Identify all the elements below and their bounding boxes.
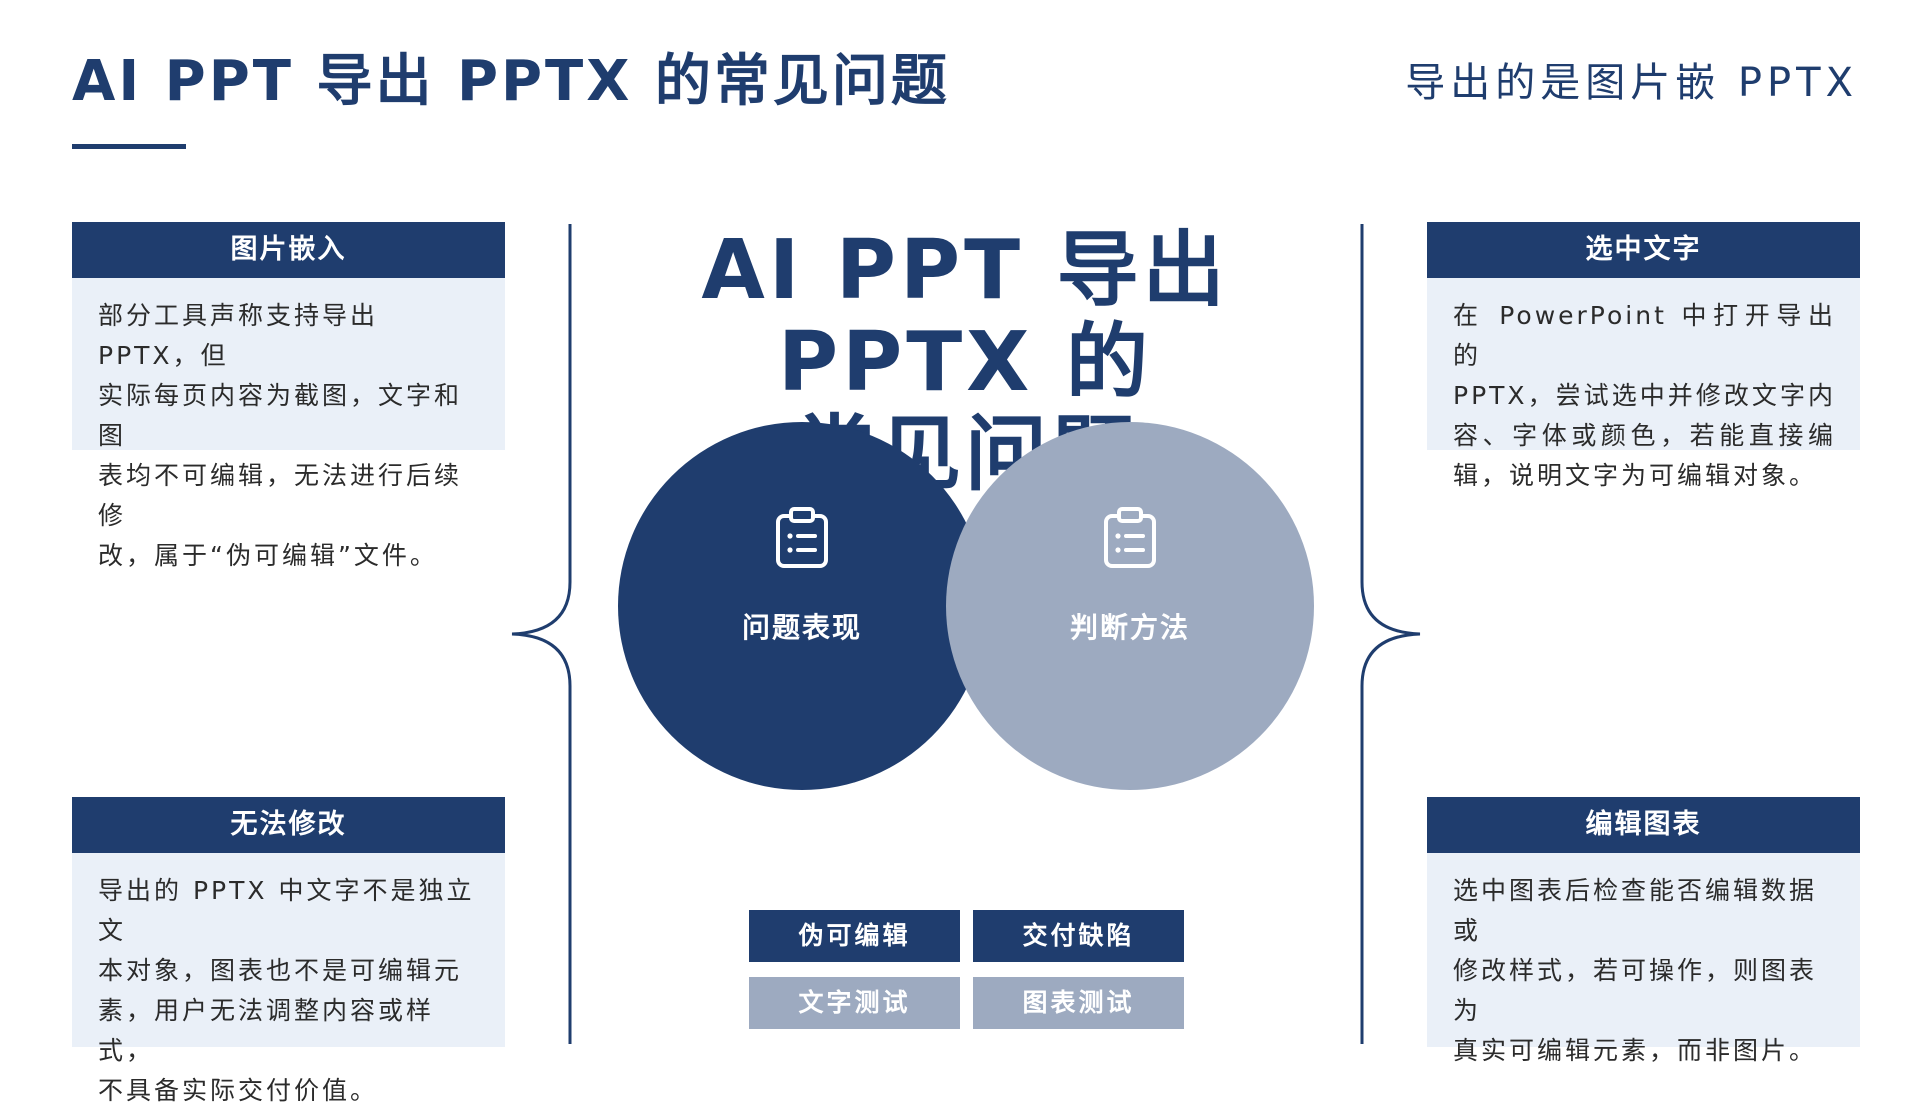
card-body: 导出的 PPTX 中文字不是独立文 本对象，图表也不是可编辑元 素，用户无法调整… [72,853,505,1105]
title-underline [72,144,186,149]
circle-problem: 问题表现 [618,422,986,790]
card-header: 编辑图表 [1427,797,1860,853]
tag-fake-editable: 伪可编辑 [749,910,960,962]
card-text-line: 改，属于“伪可编辑”文件。 [98,541,438,570]
card-text-line: 导出的 PPTX 中文字不是独立文 [98,876,475,945]
card-text-line: 部分工具声称支持导出 PPTX，但 [98,301,379,370]
card-text-line: 在 PowerPoint 中打开导出的 [1453,301,1836,370]
card-header: 选中文字 [1427,222,1860,278]
clipboard-list-icon [776,507,828,568]
curly-braces [511,224,1421,1044]
tag-text-test: 文字测试 [749,977,960,1029]
tag-delivery-defect: 交付缺陷 [973,910,1184,962]
card-body: 选中图表后检查能否编辑数据或 修改样式，若可操作，则图表为 真实可编辑元素，而非… [1427,853,1860,1065]
left-brace [511,224,572,1044]
circle-label: 问题表现 [741,611,862,644]
card-image-embed: 图片嵌入 部分工具声称支持导出 PPTX，但 实际每页内容为截图，文字和图 表均… [72,222,505,570]
clipboard-list-icon [1104,507,1156,568]
card-header: 无法修改 [72,797,505,853]
center-heading: AI PPT 导出 PPTX 的 常见问题 [570,225,1360,501]
card-header: 图片嵌入 [72,222,505,278]
card-text-line: 选中图表后检查能否编辑数据或 [1453,876,1818,945]
card-text-line: 实际每页内容为截图，文字和图 [98,381,463,450]
card-text-line: PPTX，尝试选中并修改文字内 [1453,381,1836,410]
circle-label: 判断方法 [1069,611,1190,644]
card-body: 部分工具声称支持导出 PPTX，但 实际每页内容为截图，文字和图 表均不可编辑，… [72,278,505,570]
circle-method: 判断方法 [946,422,1314,790]
card-text-line: 真实可编辑元素，而非图片。 [1453,1036,1818,1065]
card-text-line: 修改样式，若可操作，则图表为 [1453,956,1818,1025]
card-text-line: 表均不可编辑，无法进行后续修 [98,461,463,530]
card-select-text: 选中文字 在 PowerPoint 中打开导出的 PPTX，尝试选中并修改文字内… [1427,222,1860,490]
card-edit-chart: 编辑图表 选中图表后检查能否编辑数据或 修改样式，若可操作，则图表为 真实可编辑… [1427,797,1860,1065]
card-body: 在 PowerPoint 中打开导出的 PPTX，尝试选中并修改文字内 容、字体… [1427,278,1860,490]
card-cannot-modify: 无法修改 导出的 PPTX 中文字不是独立文 本对象，图表也不是可编辑元 素，用… [72,797,505,1105]
card-text-line: 素，用户无法调整内容或样式， [98,996,435,1065]
card-text-line: 容、字体或颜色，若能直接编 [1453,421,1836,450]
card-text-line: 本对象，图表也不是可编辑元 [98,956,463,985]
right-brace [1360,224,1421,1044]
tag-chart-test: 图表测试 [973,977,1184,1029]
card-text-line: 辑，说明文字为可编辑对象。 [1453,461,1818,490]
center-heading-line: AI PPT 导出 PPTX 的 [701,223,1229,410]
top-right-label: 导出的是图片嵌 PPTX [1405,60,1858,106]
page-title: AI PPT 导出 PPTX 的常见问题 [72,49,950,114]
